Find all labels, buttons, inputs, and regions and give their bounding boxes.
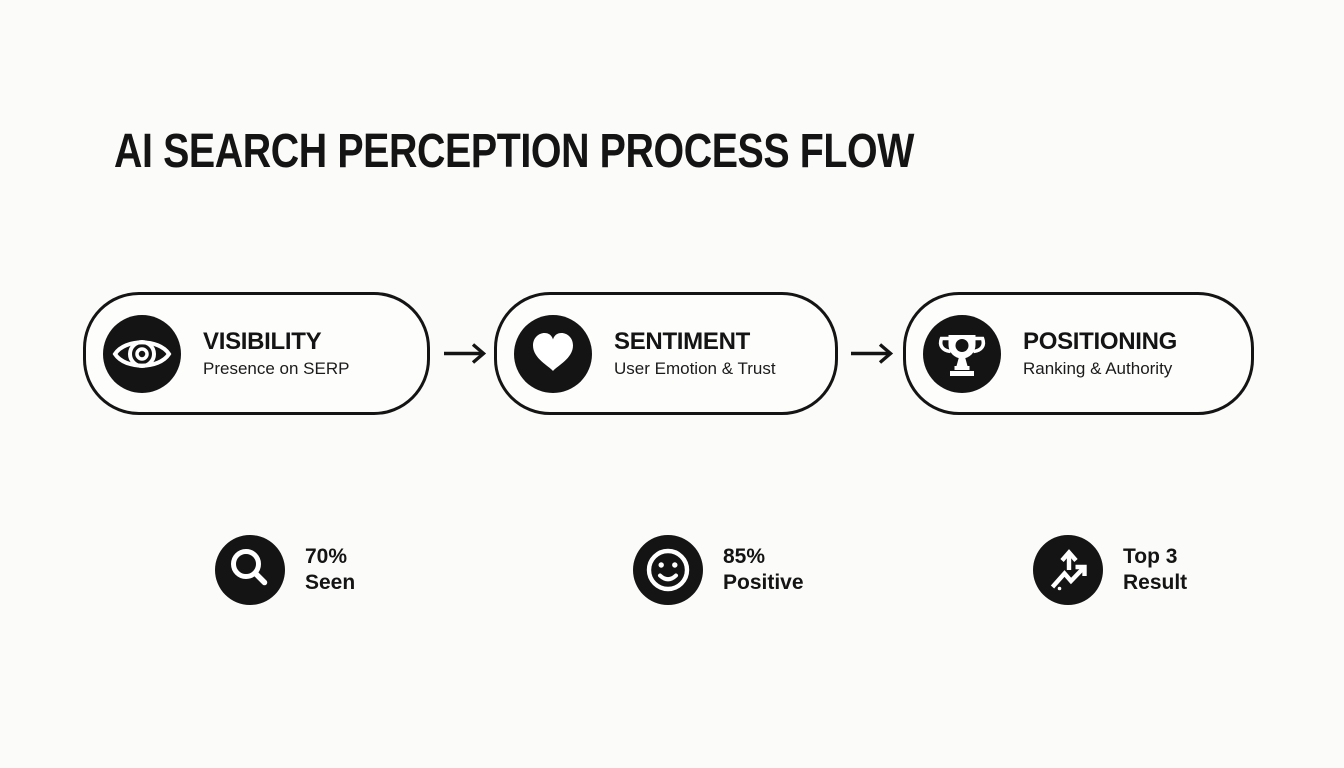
right-arrow-icon xyxy=(851,343,894,364)
page-title: AI SEARCH PERCEPTION PROCESS FLOW xyxy=(114,125,914,178)
flow-step-sublabel: Presence on SERP xyxy=(203,359,350,379)
flow-step-text: POSITIONING Ranking & Authority xyxy=(1023,328,1177,380)
stat-label: Result xyxy=(1123,571,1188,594)
stat-value: 85% xyxy=(723,545,766,568)
flow-step-label: SENTIMENT xyxy=(614,327,750,355)
heart-icon xyxy=(514,314,592,393)
smiley-icon xyxy=(633,535,703,605)
stat-label: Positive xyxy=(723,571,804,594)
trending-up-icon xyxy=(1033,535,1103,605)
flow-step-visibility: VISIBILITY Presence on SERP xyxy=(83,292,430,415)
stat-label: Seen xyxy=(305,571,356,594)
trophy-icon xyxy=(923,314,1001,393)
stat-value: 70% xyxy=(305,545,348,568)
right-arrow-icon xyxy=(444,343,487,364)
stat-visibility: 70% Seen xyxy=(215,535,355,605)
flow-step-label: VISIBILITY xyxy=(203,327,322,355)
flow-step-text: SENTIMENT User Emotion & Trust xyxy=(614,328,776,380)
stat-text: Top 3 Result xyxy=(1123,544,1187,596)
flow-step-sublabel: User Emotion & Trust xyxy=(614,359,776,379)
eye-icon xyxy=(103,314,181,393)
flow-step-label: POSITIONING xyxy=(1023,327,1178,355)
flow-step-sentiment: SENTIMENT User Emotion & Trust xyxy=(494,292,838,415)
search-icon xyxy=(215,535,285,605)
stat-value: Top 3 xyxy=(1123,545,1178,568)
stat-text: 85% Positive xyxy=(723,544,804,596)
stat-sentiment: 85% Positive xyxy=(633,535,804,605)
flow-step-positioning: POSITIONING Ranking & Authority xyxy=(903,292,1254,415)
stat-positioning: Top 3 Result xyxy=(1033,535,1187,605)
flow-step-sublabel: Ranking & Authority xyxy=(1023,359,1173,379)
flow-step-text: VISIBILITY Presence on SERP xyxy=(203,328,349,380)
stat-text: 70% Seen xyxy=(305,544,355,596)
